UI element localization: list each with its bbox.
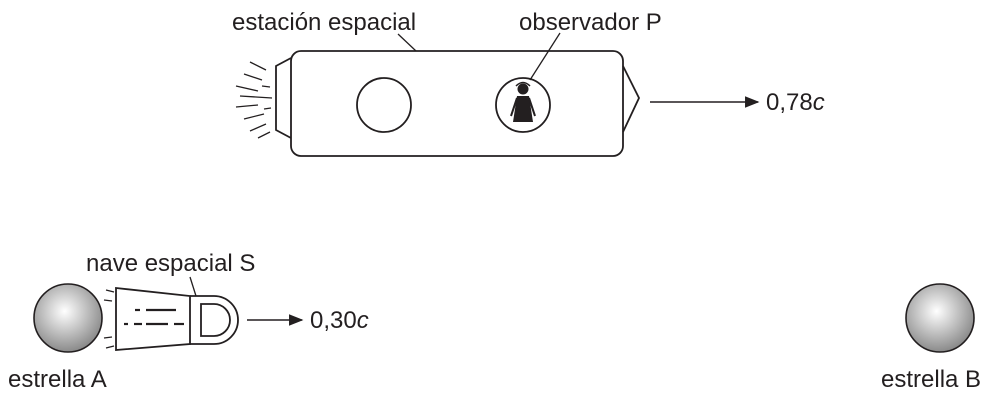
station-nose: [622, 65, 641, 133]
station-velocity-number: 0,78: [766, 89, 813, 116]
observer-label-leader: [529, 32, 561, 81]
ship-velocity-symbol: c: [357, 307, 369, 334]
station-exhaust-lines: [235, 61, 273, 139]
station-label-leader: [397, 33, 417, 52]
star-b-label: estrella B: [881, 366, 981, 393]
observer-person-icon: [510, 81, 536, 122]
ship-cockpit: [200, 303, 231, 337]
star-a: [33, 283, 103, 353]
station-window: [356, 77, 412, 133]
ship-exhaust-lines: [103, 289, 115, 349]
star-a-label: estrella A: [8, 366, 107, 393]
ship-velocity-label: 0,30c: [310, 307, 369, 334]
station-velocity-symbol: c: [813, 89, 825, 116]
observer-label: observador P: [519, 9, 662, 36]
ship-label: nave espacial S: [86, 250, 255, 277]
station-velocity-label: 0,78c: [766, 89, 825, 116]
station-rear-nozzle: [275, 57, 292, 139]
station-body: [290, 50, 624, 157]
star-b: [905, 283, 975, 353]
space-station: [235, 32, 760, 157]
station-label: estación espacial: [232, 9, 416, 36]
ship-hull-dashes: [124, 308, 184, 326]
ship-velocity-number: 0,30: [310, 307, 357, 334]
ship-body: [115, 286, 191, 351]
observer-window: [495, 77, 551, 133]
spaceship: [103, 276, 304, 351]
ship-nose: [190, 295, 239, 345]
ship-label-leader: [189, 276, 197, 297]
